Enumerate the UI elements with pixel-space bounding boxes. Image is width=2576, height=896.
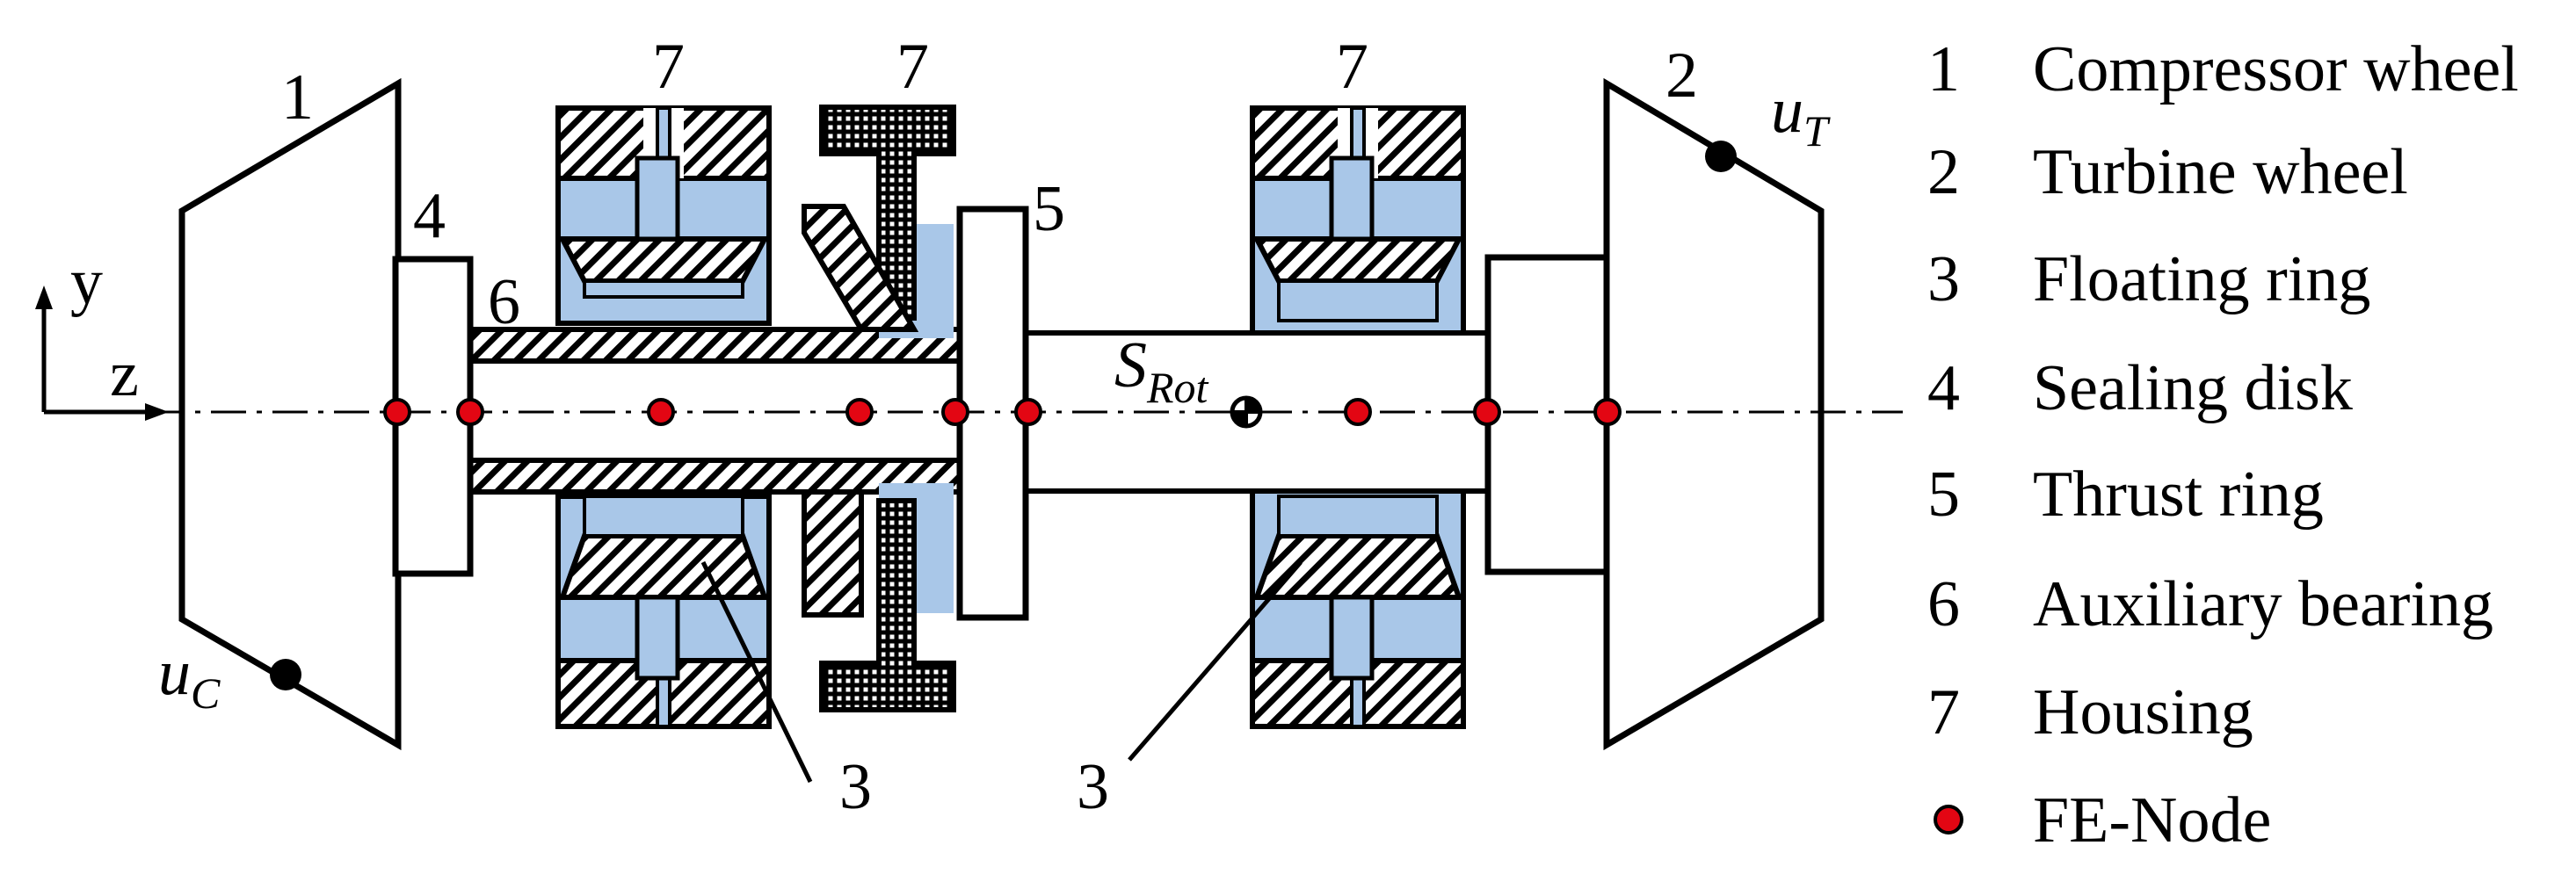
u-t-sub: T (1803, 106, 1831, 155)
legend-key: 1 (1927, 33, 1960, 105)
fe-node-legend-icon (1934, 805, 1963, 835)
part-label-turbine: 2 (1665, 40, 1698, 112)
compressor-wheel (178, 77, 402, 751)
center-of-mass-marker (1230, 395, 1263, 429)
part-label-sealing-disk: 4 (413, 180, 446, 252)
auxiliary-bearing (802, 204, 919, 618)
part-label-thrust-ring: 5 (1033, 173, 1065, 245)
leader-line-ring-left (700, 560, 813, 784)
left-bearing-unit (555, 105, 772, 729)
legend-key: 4 (1927, 352, 1960, 424)
legend-item: 4 Sealing disk (1927, 352, 2353, 424)
fe-node (647, 398, 675, 426)
legend-key: 6 (1927, 568, 1960, 640)
legend-key: 5 (1927, 459, 1960, 531)
legend-label: Floating ring (2033, 243, 2370, 315)
u-c-main: u (158, 637, 191, 709)
part-label-compressor: 1 (281, 61, 314, 134)
fe-node (1014, 398, 1042, 426)
measurement-point-u-t (1705, 141, 1737, 172)
legend-label: Thrust ring (2033, 459, 2324, 531)
s-rot-sub: Rot (1146, 363, 1209, 412)
turbine-hub (1484, 254, 1610, 575)
legend-item: 3 Floating ring (1927, 243, 2370, 315)
fe-node (383, 398, 411, 426)
part-label-aux-bearing: 6 (488, 266, 520, 338)
part-label-ring-left: 3 (839, 751, 872, 823)
u-t-main: u (1771, 75, 1803, 147)
legend-item: 6 Auxiliary bearing (1927, 568, 2493, 640)
fe-node (456, 398, 484, 426)
z-axis-label: z (110, 338, 139, 410)
legend-item: 5 Thrust ring (1927, 459, 2324, 531)
fe-node (845, 398, 874, 426)
turbine-wheel (1603, 77, 1825, 751)
fe-node (941, 398, 969, 426)
legend-key: 7 (1927, 676, 1960, 748)
part-label-housing-left: 7 (652, 31, 685, 103)
legend-label: Turbine wheel (2033, 136, 2408, 208)
leader-line-ring-right (1128, 560, 1303, 762)
fe-node (1473, 398, 1501, 426)
legend-label: Housing (2033, 676, 2253, 748)
part-label-housing-mid: 7 (896, 31, 929, 103)
fe-node (1344, 398, 1372, 426)
fe-nodes (383, 398, 1622, 426)
legend: 1 Compressor wheel 2 Turbine wheel 3 Flo… (1927, 33, 2519, 856)
floating-ring-right (1252, 155, 1463, 681)
s-rot-main: S (1114, 329, 1147, 401)
legend-label: Sealing disk (2033, 352, 2353, 424)
u-c-sub: C (191, 668, 221, 718)
right-bearing-unit (1250, 105, 1466, 729)
legend-item: 7 Housing (1927, 676, 2253, 748)
coordinate-system: y z (35, 246, 169, 421)
y-axis-label: y (70, 246, 103, 318)
s-rot-label: SRot (1114, 329, 1209, 412)
legend-item: 1 Compressor wheel (1927, 33, 2519, 105)
legend-key: 2 (1927, 136, 1960, 208)
legend-label: FE-Node (2033, 784, 2271, 856)
u-c-label: uC (158, 637, 221, 718)
part-label-housing-right: 7 (1336, 31, 1368, 103)
legend-item: 2 Turbine wheel (1927, 136, 2408, 208)
fe-node (1593, 398, 1622, 426)
measurement-point-u-c (270, 659, 301, 690)
legend-label: Auxiliary bearing (2033, 568, 2493, 640)
legend-key: 3 (1927, 243, 1960, 315)
legend-item-fe-node: FE-Node (1934, 784, 2271, 856)
u-t-label: uT (1771, 75, 1831, 155)
legend-label: Compressor wheel (2033, 33, 2519, 105)
part-label-ring-right: 3 (1077, 751, 1109, 823)
